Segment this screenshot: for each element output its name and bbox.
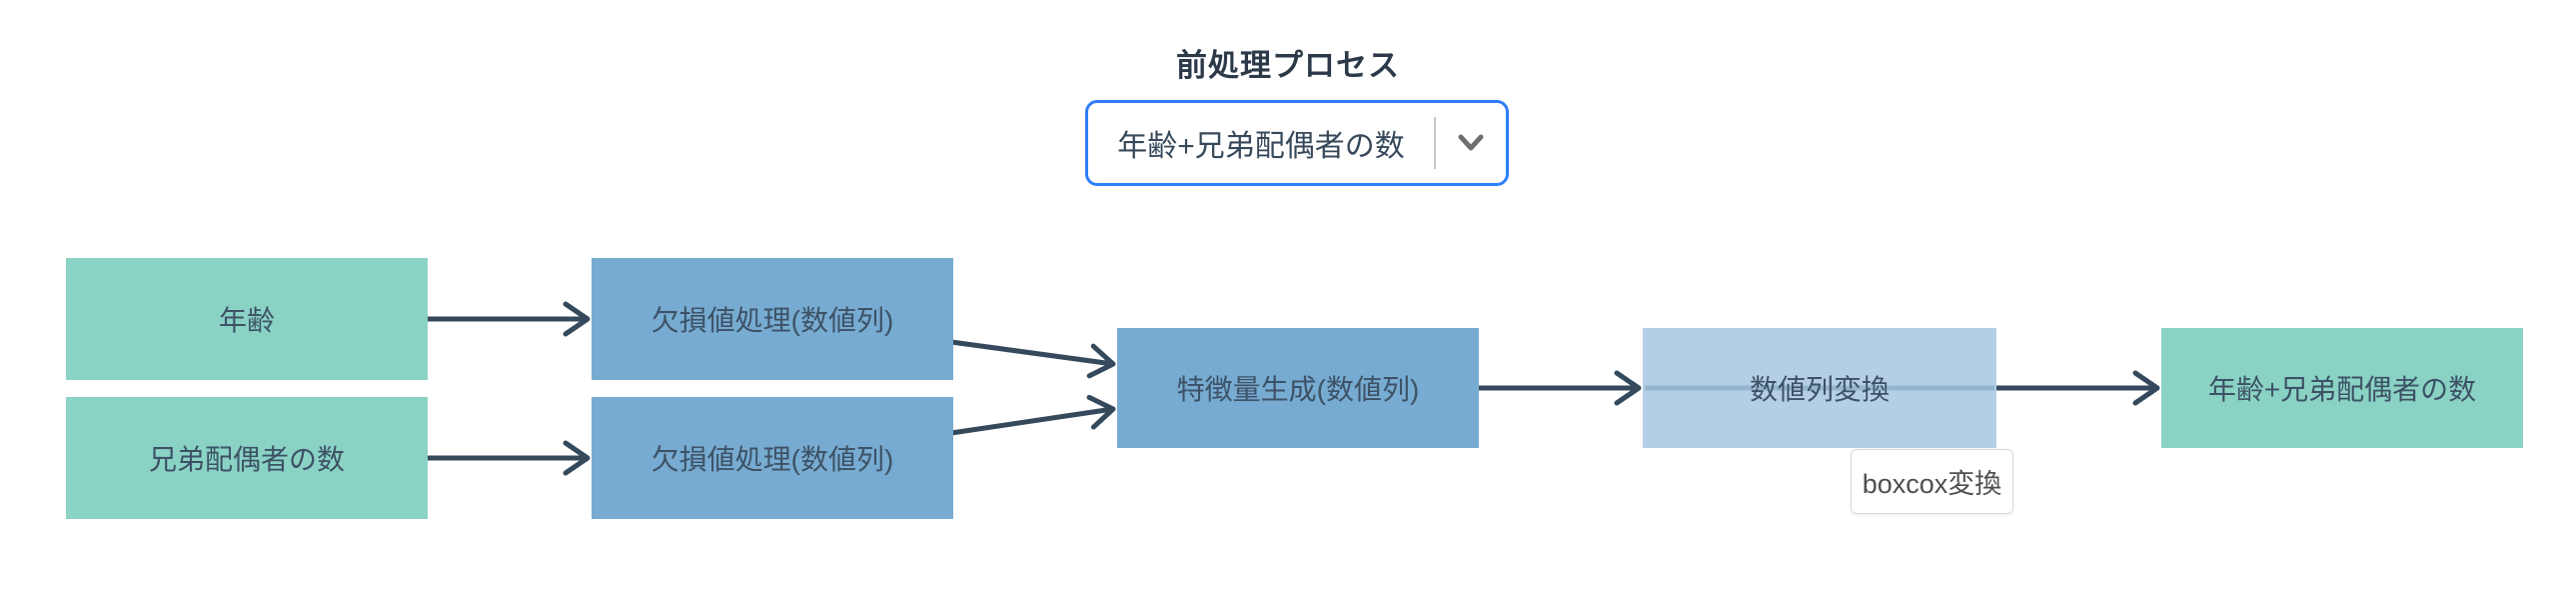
node-missing-value-handling-2[interactable]: 欠損値処理(数値列) [592, 397, 953, 519]
node-numeric-transform[interactable]: 数値列変換 [1643, 328, 1996, 448]
edge-arrow-missing1-to-feature [950, 339, 1116, 379]
preprocess-target-select-value: 年齢+兄弟配偶者の数 [1117, 130, 1405, 163]
node-input-siblings-spouses[interactable]: 兄弟配偶者の数 [66, 397, 428, 519]
preprocess-target-select[interactable]: 年齢+兄弟配偶者の数 [1085, 100, 1509, 186]
page-title: 前処理プロセス [1176, 48, 1400, 83]
node-input-age[interactable]: 年齢 [66, 258, 428, 380]
node-output-combined[interactable]: 年齢+兄弟配偶者の数 [2161, 328, 2523, 448]
node-missing-value-handling-1[interactable]: 欠損値処理(数値列) [592, 258, 953, 380]
edge-arrow-missing2-to-feature [950, 394, 1116, 436]
select-divider [1434, 117, 1436, 169]
node-feature-generation[interactable]: 特徴量生成(数値列) [1117, 328, 1479, 448]
chevron-down-icon[interactable] [1436, 128, 1506, 158]
tooltip-boxcox: boxcox変換 [1851, 449, 2013, 514]
